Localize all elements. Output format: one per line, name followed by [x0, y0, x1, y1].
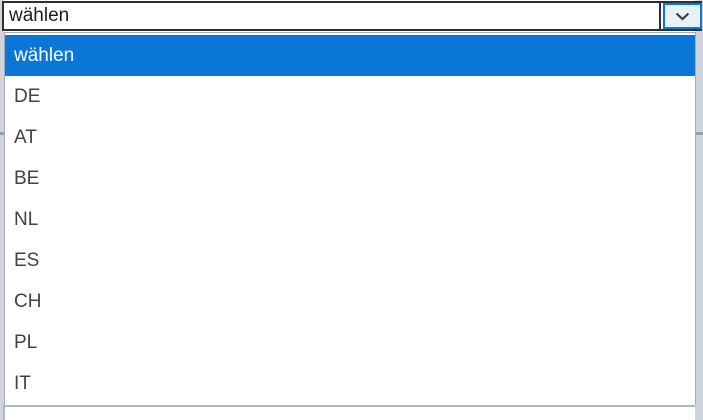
dropdown-button[interactable]	[663, 3, 702, 29]
select-value: wählen	[9, 5, 70, 26]
chevron-down-icon	[675, 12, 690, 20]
dropdown-option[interactable]: PL	[14, 332, 38, 353]
page-edge-left	[0, 0, 4, 420]
dropdown-option[interactable]: NL	[14, 209, 39, 230]
dropdown-option[interactable]: AT	[14, 127, 37, 148]
dropdown-option[interactable]: DE	[14, 86, 41, 107]
page-edge-right	[695, 0, 703, 420]
dropdown-option[interactable]: IT	[14, 373, 31, 394]
dropdown-option[interactable]: BE	[14, 168, 40, 189]
dropdown-option[interactable]: ES	[14, 250, 40, 271]
country-select[interactable]: wählen	[2, 1, 702, 31]
select-button-divider	[659, 1, 661, 31]
dropdown-option[interactable]: CH	[14, 291, 42, 312]
dropdown-option[interactable]: wählen	[5, 35, 695, 76]
underlying-section-border	[3, 405, 695, 420]
